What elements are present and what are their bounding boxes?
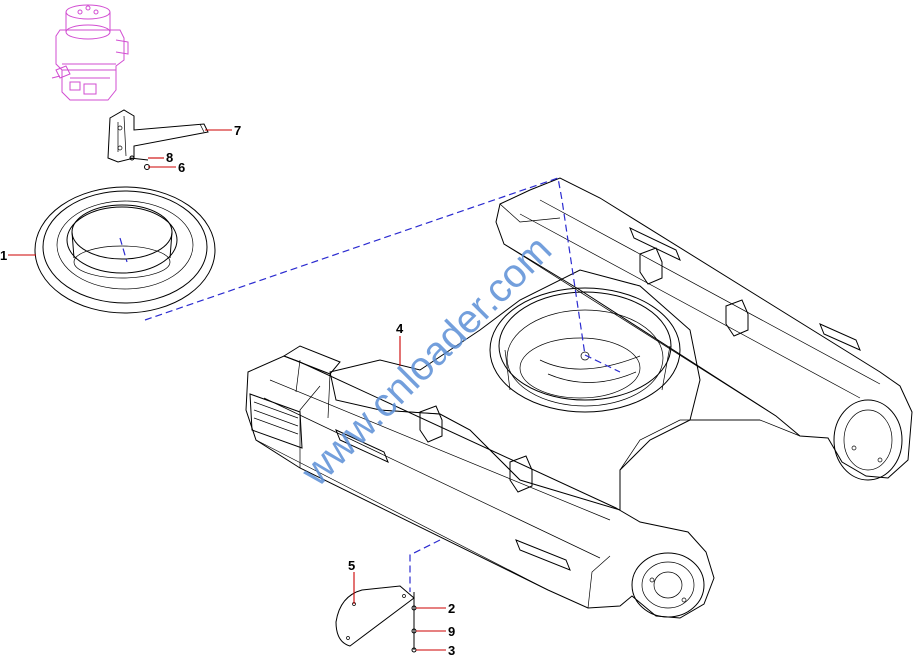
callout-7: 7 [234,123,241,138]
callout-1: 1 [0,248,7,263]
bolt-stack [411,592,417,653]
callout-labels: 1 7 8 6 4 5 2 9 3 [0,123,455,656]
callout-leaders [8,129,446,651]
callout-2: 2 [448,601,455,616]
assembly-connectors [144,177,621,592]
callout-5: 5 [348,558,355,573]
callout-8: 8 [166,150,173,165]
track-frame [245,177,913,619]
access-cover-plate [335,585,415,647]
watermark: www.cnloader.com [293,227,561,495]
slewing-ring-cover [34,186,216,314]
callout-4: 4 [396,321,404,336]
swivel-joint [51,4,129,101]
callout-3: 3 [448,643,455,656]
bolt-and-washer [129,155,150,170]
callout-6: 6 [178,160,185,175]
callout-9: 9 [448,624,455,639]
mounting-bracket [107,109,209,163]
